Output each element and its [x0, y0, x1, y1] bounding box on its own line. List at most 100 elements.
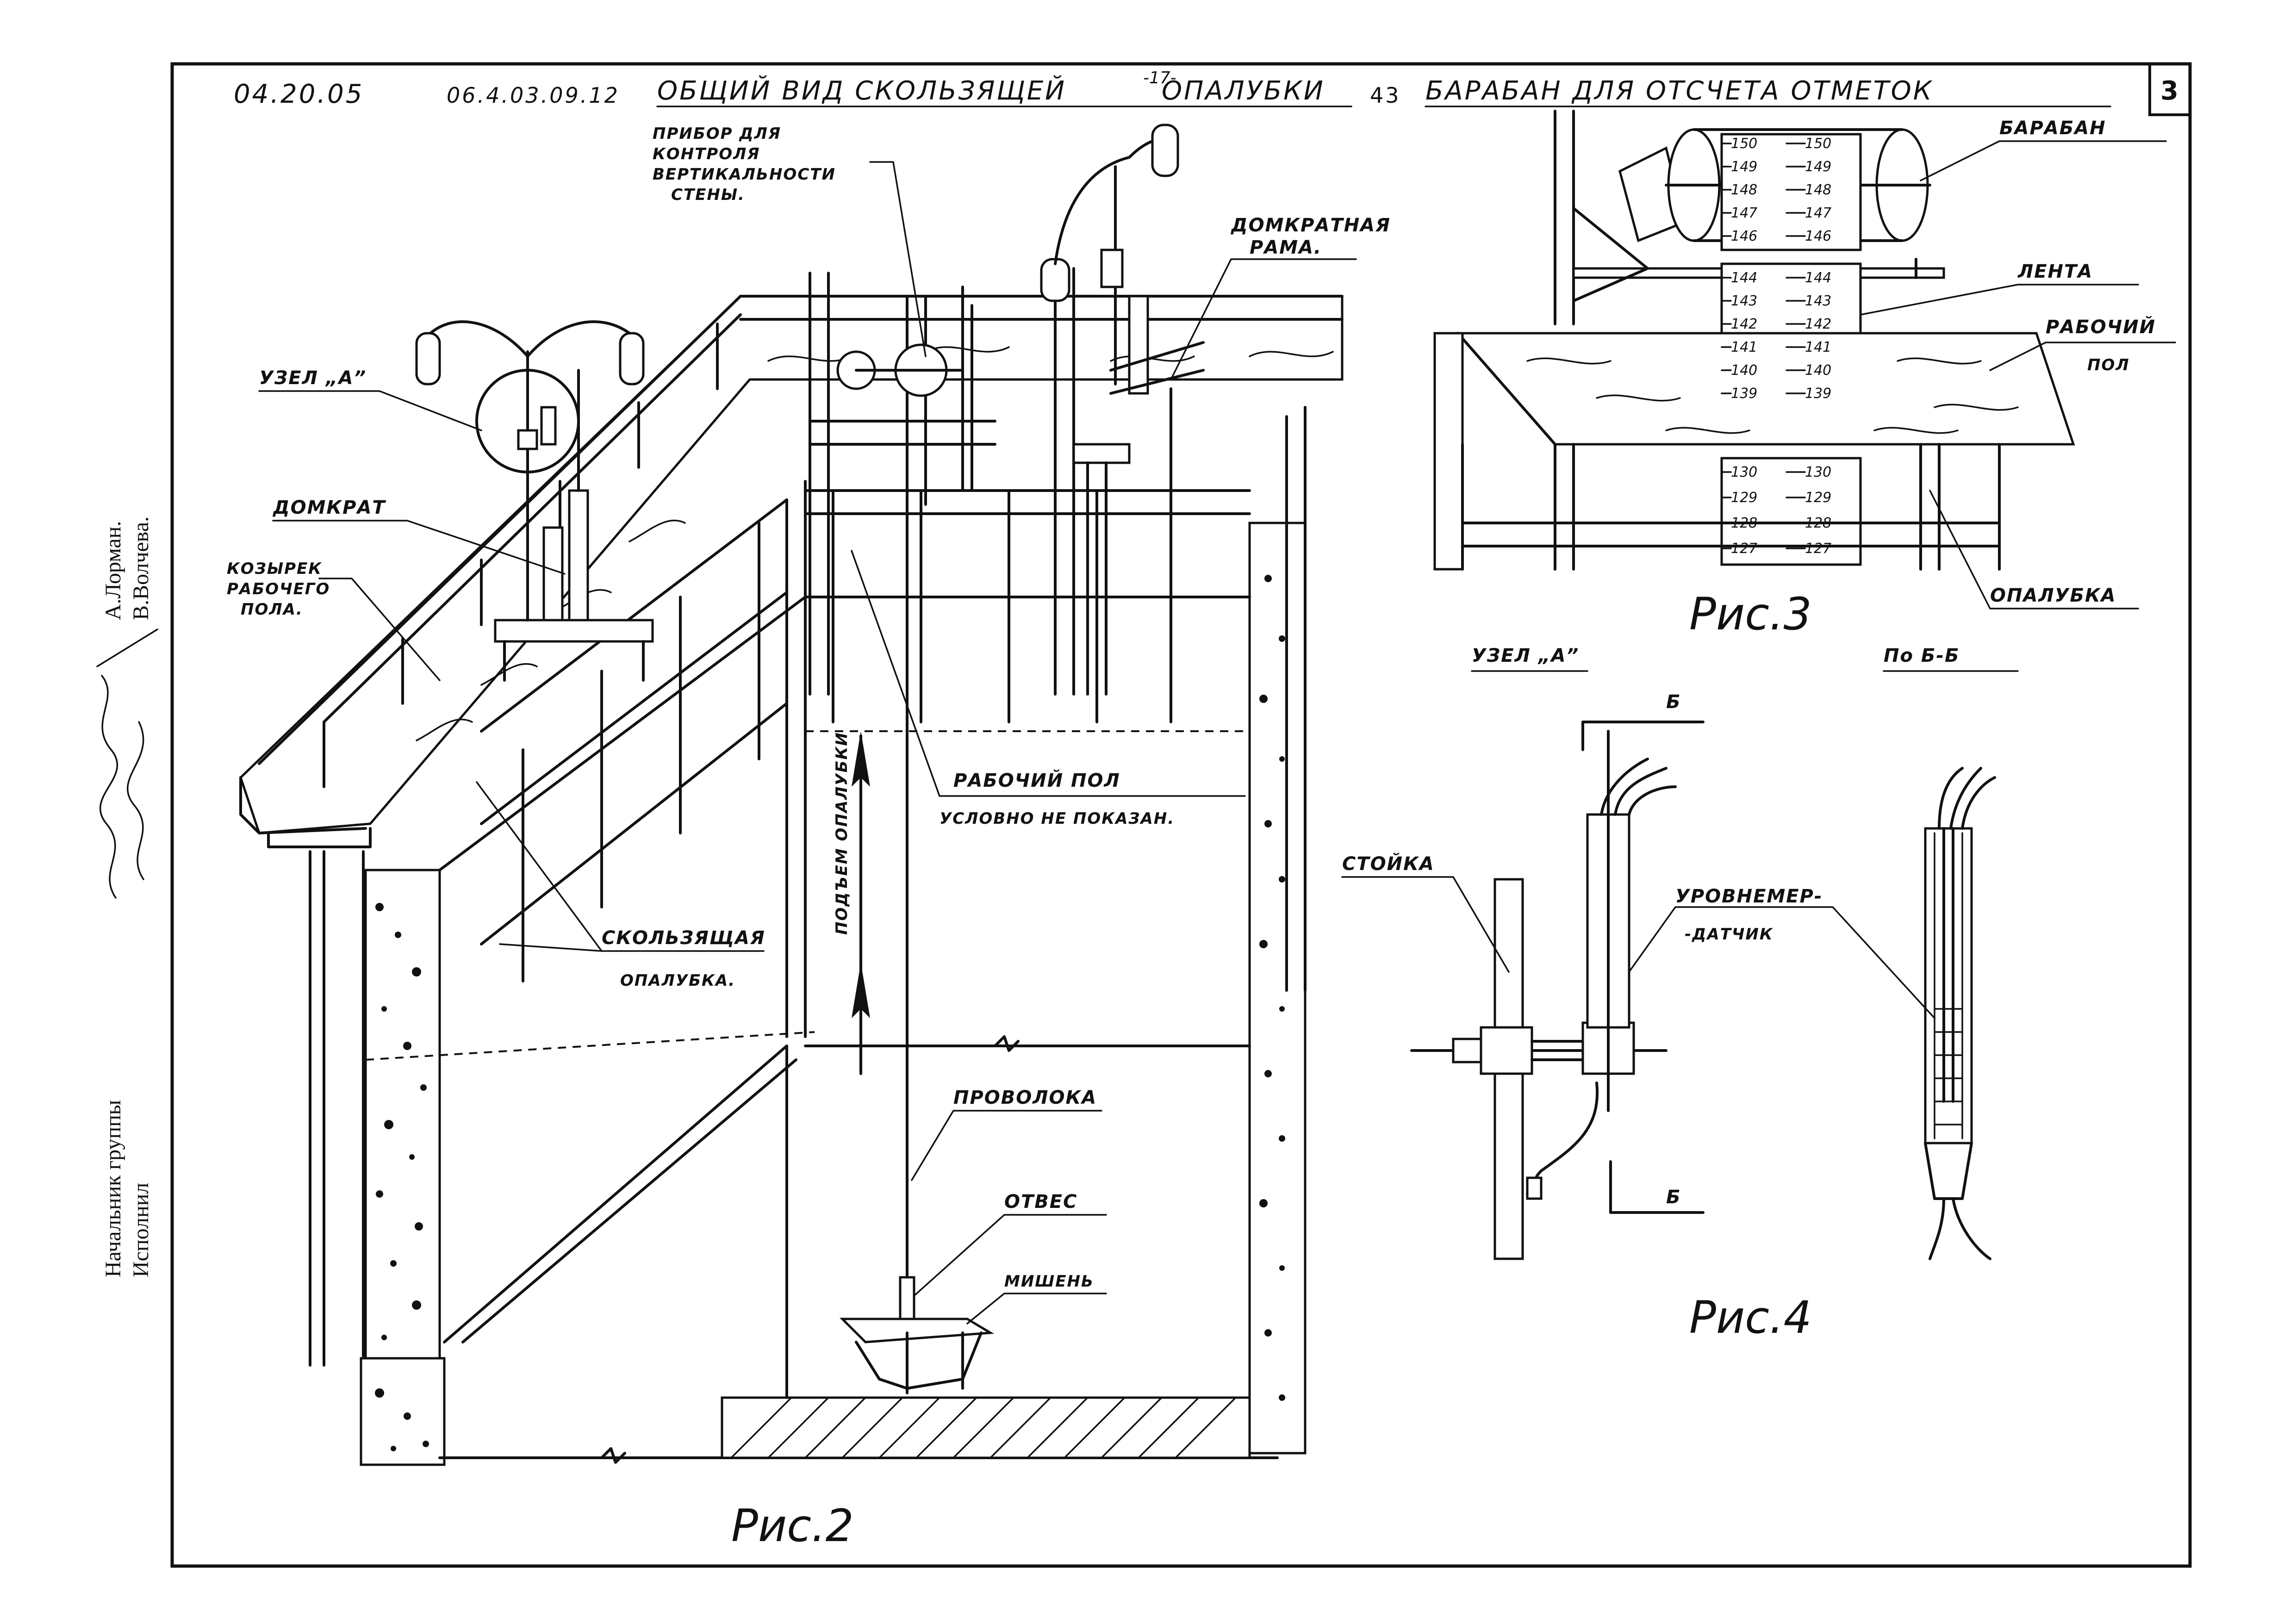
label-visor-line-2: РАБОЧЕГО	[227, 580, 330, 598]
label-floor-line-2: УСЛОВНО НЕ ПОКАЗАН.	[940, 809, 1175, 828]
plumb-target	[839, 503, 995, 1394]
vertical-control-device	[809, 124, 1205, 696]
scale-mark-left: 127	[1731, 541, 1757, 557]
scale-mark-right: 142	[1805, 316, 1831, 332]
scale-upper: 150 150 149 149 148 148 147 147 146 146	[1721, 136, 1831, 244]
scale-mark-right: 139	[1805, 386, 1831, 402]
scale-mark-left: 150	[1731, 136, 1757, 152]
railing-posts	[323, 323, 719, 788]
node-a-title: УЗЕЛ „А”	[1472, 645, 1579, 666]
label-drum: БАРАБАН	[1999, 118, 2106, 139]
node-a-device	[415, 320, 645, 622]
scale-mark-right: 149	[1805, 159, 1831, 175]
figure-2: ПОДЪЕМ ОПАЛУБКИ ПРИБОР ДЛЯ КОНТРОЛЯ ВЕРТ…	[227, 124, 1391, 1552]
header-page-number: -17-	[1143, 68, 1176, 87]
figure-4: УЗЕЛ „А” По Б-Б Б Б	[1341, 645, 2019, 1343]
scale-mark-right: 130	[1805, 464, 1831, 480]
fig3-caption: Рис.3	[1689, 588, 1812, 640]
section-mark-top: Б	[1666, 691, 1681, 713]
scale-mark-left: 130	[1731, 464, 1757, 480]
scale-mark-left: 146	[1731, 228, 1757, 244]
scale-mark-left: 129	[1731, 490, 1757, 506]
scale-mark-left: 140	[1731, 362, 1757, 379]
scale-mark-left: 149	[1731, 159, 1757, 175]
header: 04.20.05 06.4.03.09.12 ОБЩИЙ ВИД СКОЛЬЗЯ…	[234, 68, 2178, 109]
front-panel-posts	[480, 498, 788, 983]
fig2-caption: Рис.2	[731, 1500, 854, 1552]
scale-mark-right: 140	[1805, 362, 1831, 379]
label-fig3-floor-line-2: ПОЛ	[2087, 356, 2130, 374]
header-code: 06.4.03.09.12	[447, 83, 620, 108]
scale-mark-left: 143	[1731, 293, 1757, 309]
label-floor-line-1: РАБОЧИЙ ПОЛ	[953, 769, 1120, 791]
scale-mark-right: 148	[1805, 182, 1831, 198]
label-visor-line-3: ПОЛА.	[241, 600, 303, 619]
stamp-name-2: В.Волчева.	[129, 516, 153, 620]
ground-hatch	[730, 1397, 1237, 1459]
label-post: СТОЙКА	[1342, 852, 1435, 875]
header-item-number: 43	[1370, 83, 1401, 108]
scale-mark-right: 128	[1805, 515, 1831, 531]
label-visor-line-1: КОЗЫРЕК	[227, 560, 322, 578]
signature-2	[127, 721, 144, 880]
scale-mark-left: 148	[1731, 182, 1757, 198]
header-date: 04.20.05	[234, 79, 364, 109]
label-jack-frame-line-2: РАМА.	[1250, 237, 1322, 258]
label-tape: ЛЕНТА	[2017, 261, 2093, 282]
stamp-role-2: Исполнил	[129, 1183, 153, 1277]
label-device-line-4: СТЕНЫ.	[671, 186, 745, 204]
lift-label: ПОДЪЕМ ОПАЛУБКИ	[833, 732, 851, 935]
label-wire: ПРОВОЛОКА	[953, 1087, 1097, 1108]
scale-mark-right: 129	[1805, 490, 1831, 506]
fig3-wood-grain	[1526, 357, 2019, 434]
scale-mark-right: 144	[1805, 270, 1831, 286]
scale-mark-left: 147	[1731, 205, 1757, 221]
front-wall	[309, 596, 1279, 1466]
scale-middle: 144 144 143 143 142 142 141 141 140 140 139 139	[1721, 270, 1831, 402]
header-title-left-2: ОПАЛУБКИ	[1162, 76, 1325, 106]
label-jack: ДОМКРАТ	[272, 497, 386, 518]
fig2-labels: ПРИБОР ДЛЯ КОНТРОЛЯ ВЕРТИКАЛЬНОСТИ СТЕНЫ…	[227, 124, 1391, 1552]
label-fig3-floor-line-1: РАБОЧИЙ	[2046, 316, 2156, 338]
sheet-frame	[170, 62, 2192, 1568]
label-formwork: ОПАЛУБКА	[1990, 585, 2116, 606]
scale-mark-left: 139	[1731, 386, 1757, 402]
section-mark-bottom: Б	[1666, 1187, 1681, 1208]
signature-1	[99, 675, 118, 899]
stamp-role-1: Начальник группы	[101, 1100, 125, 1277]
room-back-walls	[443, 406, 1307, 1459]
concrete-hatch	[375, 903, 429, 1451]
scale-mark-left: 128	[1731, 515, 1757, 531]
back-wall-hatch	[1259, 575, 1285, 1401]
stamp-name-1: А.Лорман.	[101, 521, 125, 620]
label-device-line-3: ВЕРТИКАЛЬНОСТИ	[653, 165, 836, 184]
label-sensor-line-2: -ДАТЧИК	[1685, 925, 1773, 944]
scale-mark-right: 150	[1805, 136, 1831, 152]
header-title-right: БАРАБАН ДЛЯ ОТСЧЕТА ОТМЕТОК	[1425, 76, 1934, 106]
scale-mark-right: 143	[1805, 293, 1831, 309]
side-stamp: Начальник группы Исполнил А.Лорман. В.Во…	[96, 516, 158, 1277]
label-sliding-line-2: ОПАЛУБКА.	[620, 971, 735, 990]
scale-lower: 130 130 129 129 128 128 127 127	[1721, 464, 1831, 557]
liquid-fill	[1934, 1008, 1963, 1126]
sheet-number: 3	[2160, 76, 2178, 106]
scale-mark-left: 141	[1731, 339, 1757, 355]
label-sensor-line-1: УРОВНЕМЕР-	[1675, 886, 1823, 907]
scale-mark-left: 144	[1731, 270, 1757, 286]
label-device-line-2: КОНТРОЛЯ	[653, 145, 760, 163]
scale-mark-left: 142	[1731, 316, 1757, 332]
figure-3: 150 150 149 149 148 148 147 147 146 146 144 144 143…	[1433, 110, 2176, 640]
label-jack-frame-line-1: ДОМКРАТНАЯ	[1230, 215, 1391, 236]
fig4-caption: Рис.4	[1689, 1292, 1812, 1343]
label-device-line-1: ПРИБОР ДЛЯ	[653, 124, 781, 143]
label-target: МИШЕНЬ	[1004, 1272, 1094, 1291]
label-plumb: ОТВЕС	[1004, 1191, 1077, 1213]
scale-mark-right: 146	[1805, 228, 1831, 244]
label-sliding-line-1: СКОЛЬЗЯЩАЯ	[602, 927, 765, 949]
scale-mark-right: 127	[1805, 541, 1831, 557]
inner-posts	[832, 489, 1172, 723]
header-title-left: ОБЩИЙ ВИД СКОЛЬЗЯЩЕЙ	[657, 76, 1066, 106]
scale-mark-right: 141	[1805, 339, 1831, 355]
scale-mark-right: 147	[1805, 205, 1831, 221]
